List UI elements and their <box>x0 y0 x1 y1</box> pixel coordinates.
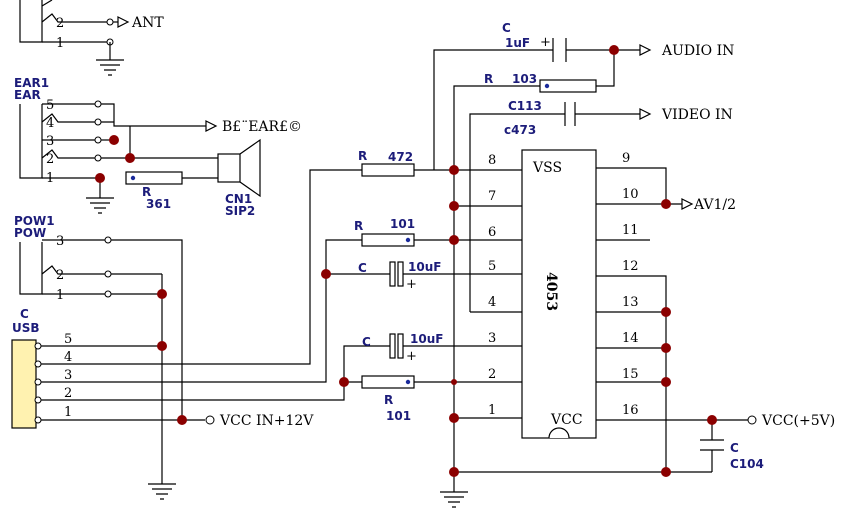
audio-in-label: AUDIO IN <box>661 43 734 59</box>
chip-pin-12: 12 <box>622 259 639 274</box>
c113-value: c473 <box>504 123 536 137</box>
c-audio-ref: C <box>502 21 511 35</box>
c10b-plus: + <box>406 349 417 364</box>
junctions <box>95 45 717 477</box>
ear-pin-1: 1 <box>46 171 54 186</box>
usb-pin-2: 2 <box>64 386 72 401</box>
ear1-ref: EAR1 <box>14 76 49 90</box>
ant-jack-pin-2: 2 <box>56 16 64 31</box>
chip-pin-8: 8 <box>488 153 496 168</box>
ear-pin-3: 3 <box>46 134 54 149</box>
vcc5-label: VCC(+5V) <box>761 413 835 429</box>
r101a-ref: R <box>354 219 363 233</box>
r103-value: 103 <box>512 72 537 86</box>
chip-pin-13: 13 <box>622 295 639 310</box>
usb-ref: C <box>20 307 29 321</box>
usb-pin-5: 5 <box>64 332 72 347</box>
c113-ref: C113 <box>508 99 542 113</box>
r101b-ref: R <box>384 393 393 407</box>
chip-pin-10: 10 <box>622 187 639 202</box>
r472-value: 472 <box>388 150 413 164</box>
ear1-jack: EAR1 EAR 5 4 3 2 1 B£¨EAR£© R 361 <box>14 76 302 218</box>
chip-vss: VSS <box>532 160 562 176</box>
usb-pin-3: 3 <box>64 368 72 383</box>
c104-ref: C <box>730 441 739 455</box>
input-network: C 1uF + AUDIO IN R 103 C113 c473 VIDEO I… <box>433 21 734 418</box>
ant-jack: 2 1 ANT <box>19 0 164 76</box>
usb-connector: C USB 5 4 3 2 1 VCC IN+12V <box>11 169 390 429</box>
ant-jack-pin-1: 1 <box>56 36 64 51</box>
usb-pin-1: 1 <box>64 405 72 420</box>
chip-pin-16: 16 <box>622 403 639 418</box>
pow1-ref: POW1 <box>14 214 55 228</box>
r361-ref: R <box>142 185 151 199</box>
r103-ref: R <box>484 72 493 86</box>
chip-pin-14: 14 <box>622 331 639 346</box>
r361-value: 361 <box>146 197 171 211</box>
ear-pin-4: 4 <box>46 116 54 131</box>
c10b-ref: C <box>362 335 371 349</box>
chip-pin-7: 7 <box>488 189 496 204</box>
c-audio-value: 1uF <box>505 36 530 50</box>
c104-value: C104 <box>730 457 764 471</box>
chip-pin-9: 9 <box>622 151 630 166</box>
r101b-value: 101 <box>386 409 411 423</box>
ear1-value: EAR <box>14 88 41 102</box>
cn1-ref: CN1 <box>225 192 252 206</box>
pow1-jack: POW1 POW 3 2 1 <box>14 214 183 500</box>
chip-pin-1: 1 <box>488 403 496 418</box>
c-audio-plus: + <box>540 35 551 50</box>
chip-name: 4053 <box>543 272 559 311</box>
video-in-label: VIDEO IN <box>661 107 733 123</box>
usb-pin-4: 4 <box>64 350 72 365</box>
r472-ref: R <box>358 149 367 163</box>
chip-pin-15: 15 <box>622 367 639 382</box>
c10a-ref: C <box>358 261 367 275</box>
c10a-plus: + <box>406 277 417 292</box>
ant-label: ANT <box>131 15 164 31</box>
c10b-value: 10uF <box>410 332 443 346</box>
pow-pin-2: 2 <box>56 268 64 283</box>
chip-pin-11: 11 <box>622 223 639 238</box>
chip-pin-5: 5 <box>488 259 496 274</box>
av-label: AV1/2 <box>693 197 736 213</box>
chip-pin-2: 2 <box>488 367 496 382</box>
ear-out-label: B£¨EAR£© <box>222 119 302 135</box>
chip-pin-6: 6 <box>488 225 496 240</box>
ear-pin-5: 5 <box>46 98 54 113</box>
ic-4053: VSS VCC 4053 8 7 6 5 4 3 2 1 AV1/2 9 10 … <box>434 149 835 508</box>
c10a-value: 10uF <box>408 260 441 274</box>
usb-value: USB <box>12 321 40 335</box>
cn1-value: SIP2 <box>225 204 255 218</box>
chip-left-components: R 472 R 101 C 10uF + C 10uF + R 101 <box>354 149 522 423</box>
vcc-in-label: VCC IN+12V <box>219 413 314 429</box>
chip-vcc: VCC <box>550 412 583 428</box>
r101a-value: 101 <box>390 217 415 231</box>
pow-pin-1: 1 <box>56 288 64 303</box>
pow-pin-3: 3 <box>56 234 64 249</box>
ear-pin-2: 2 <box>46 152 54 167</box>
chip-pin-4: 4 <box>488 295 496 310</box>
chip-pin-3: 3 <box>488 331 496 346</box>
pow1-value: POW <box>14 226 46 240</box>
